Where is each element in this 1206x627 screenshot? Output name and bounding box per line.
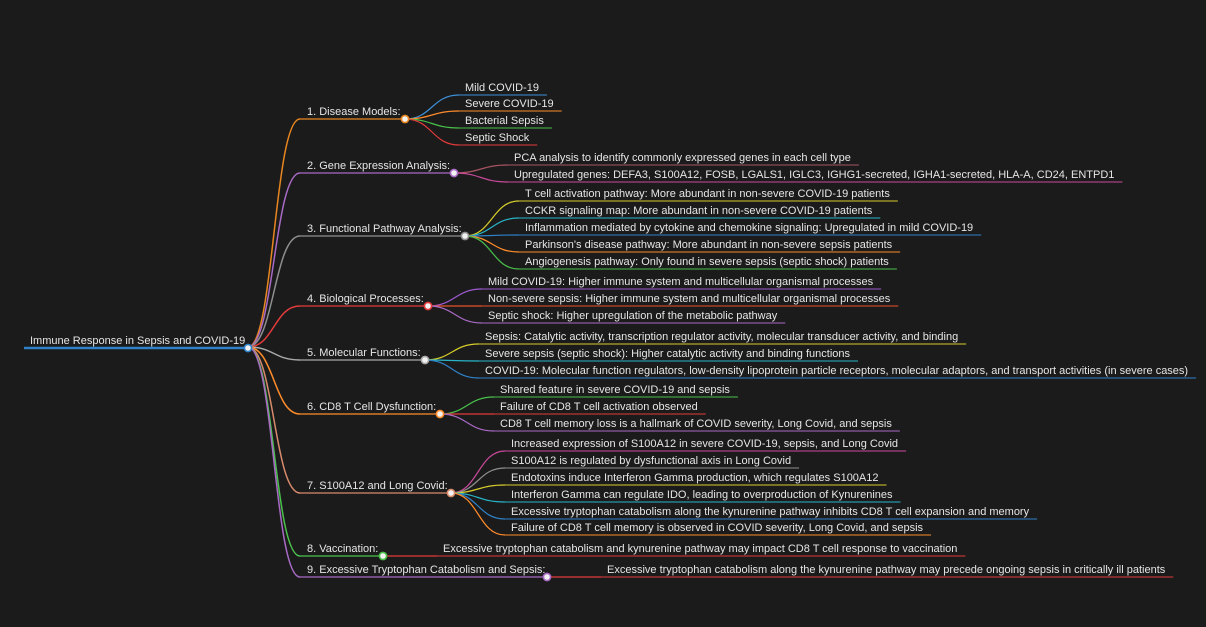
leaf-label: Upregulated genes: DEFA3, S100A12, FOSB,… (514, 169, 1114, 181)
leaf-link (404, 118, 460, 146)
leaf-label: Angiogenesis pathway: Only found in seve… (525, 256, 889, 268)
leaf-link (424, 343, 480, 361)
leaf-label: CD8 T cell memory loss is a hallmark of … (500, 418, 892, 430)
leaf-label: T cell activation pathway: More abundant… (525, 188, 890, 200)
branch-label: 1. Disease Models: (307, 106, 401, 118)
leaf-link (464, 235, 520, 253)
branch-link (247, 346, 301, 578)
leaf-label: COVID-19: Molecular function regulators,… (485, 365, 1188, 377)
leaf-link (427, 305, 483, 324)
branch-link (247, 346, 301, 415)
leaf-label: Severe COVID-19 (465, 98, 554, 110)
branch-link (247, 346, 301, 557)
leaf-label: Mild COVID-19 (465, 82, 539, 94)
branch-collapse-toggle[interactable] (423, 301, 433, 311)
branch-collapse-toggle[interactable] (435, 409, 445, 419)
leaf-label: PCA analysis to identify commonly expres… (514, 152, 851, 164)
leaf-label: Endotoxins induce Interferon Gamma produ… (511, 472, 879, 484)
leaf-label: Excessive tryptophan catabolism along th… (607, 564, 1166, 576)
mindmap-nodes: Immune Response in Sepsis and COVID-19 1.… (30, 82, 1188, 582)
leaf-label: Excessive tryptophan catabolism and kynu… (443, 543, 957, 555)
branch-link (247, 346, 301, 361)
branch-label: 5. Molecular Functions: (307, 347, 421, 359)
leaf-label: Sepsis: Catalytic activity, transcriptio… (485, 331, 958, 343)
root-collapse-toggle[interactable] (243, 343, 253, 353)
branch-label: 3. Functional Pathway Analysis: (307, 223, 462, 235)
leaf-label: Severe sepsis (septic shock): Higher cat… (485, 348, 851, 360)
leaf-link (453, 164, 509, 174)
branch-label: 2. Gene Expression Analysis: (307, 160, 450, 172)
branch-collapse-toggle[interactable] (460, 231, 470, 241)
branch-label: 8. Vaccination: (307, 543, 378, 555)
leaf-label: Mild COVID-19: Higher immune system and … (488, 276, 874, 288)
leaf-label: Interferon Gamma can regulate IDO, leadi… (511, 489, 893, 501)
branch-collapse-toggle[interactable] (400, 114, 410, 124)
branch-collapse-toggle[interactable] (420, 355, 430, 365)
leaf-link (427, 288, 483, 307)
leaf-link (464, 235, 520, 270)
leaf-label: Shared feature in severe COVID-19 and se… (500, 384, 730, 396)
branch-link (247, 235, 301, 348)
branch-label: 7. S100A12 and Long Covid: (307, 480, 448, 492)
leaf-label: Inflammation mediated by cytokine and ch… (525, 222, 973, 234)
branch-collapse-toggle[interactable] (542, 572, 552, 582)
branch-label: 6. CD8 T Cell Dysfunction: (307, 401, 436, 413)
leaf-label: Excessive tryptophan catabolism along th… (511, 506, 1030, 518)
leaf-label: Failure of CD8 T cell memory is observed… (511, 522, 924, 534)
branch-link (247, 172, 301, 348)
leaf-link (450, 450, 506, 494)
leaf-label: Failure of CD8 T cell activation observe… (500, 401, 698, 413)
branch-collapse-toggle[interactable] (446, 488, 456, 498)
branch-collapse-toggle[interactable] (378, 551, 388, 561)
leaf-label: Increased expression of S100A12 in sever… (511, 438, 898, 450)
branch-link (247, 346, 301, 494)
leaf-label: Bacterial Sepsis (465, 115, 544, 127)
leaf-label: Non-severe sepsis: Higher immune system … (488, 293, 891, 305)
leaf-label: Septic Shock (465, 132, 530, 144)
leaf-label: Parkinson's disease pathway: More abunda… (525, 239, 893, 251)
leaf-label: Septic shock: Higher upregulation of the… (488, 310, 778, 322)
branch-link (247, 305, 301, 348)
branch-collapse-toggle[interactable] (449, 168, 459, 178)
leaf-link (450, 492, 506, 536)
leaf-link (439, 396, 495, 415)
leaf-link (424, 359, 480, 379)
root-label: Immune Response in Sepsis and COVID-19 (30, 335, 245, 347)
leaf-link (439, 413, 495, 432)
branch-label: 4. Biological Processes: (307, 293, 424, 305)
branch-label: 9. Excessive Tryptophan Catabolism and S… (307, 564, 545, 576)
leaf-label: CCKR signaling map: More abundant in non… (525, 205, 873, 217)
branch-link (247, 118, 301, 348)
leaf-link (453, 172, 509, 183)
mindmap-links (24, 94, 1197, 578)
leaf-label: S100A12 is regulated by dysfunctional ax… (511, 455, 791, 467)
leaf-link (464, 217, 520, 237)
